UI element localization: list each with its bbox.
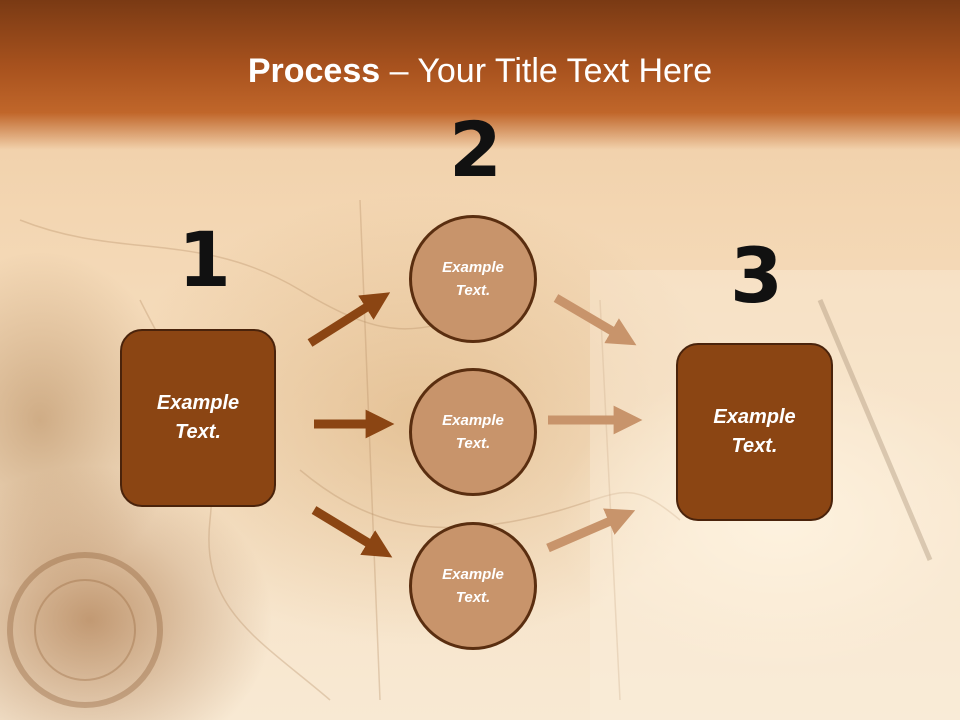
title-band: [0, 0, 960, 150]
step-1-box: Example Text.: [120, 329, 276, 507]
arrow-top-to-3: [553, 294, 637, 346]
title-dash: –: [380, 52, 418, 90]
arrow-1-to-top: [307, 292, 391, 347]
arrow-1-to-bottom: [311, 506, 393, 558]
circle-middle-label: Example Text.: [442, 412, 504, 452]
step-2-circle-bottom: Example Text.: [409, 522, 537, 650]
circle-bottom-label: Example Text.: [442, 566, 504, 606]
step-number-2: 2: [449, 105, 502, 194]
title-bold: Process: [247, 52, 381, 90]
arrow-bottom-to-3: [546, 508, 636, 553]
page-title: Process – Your Title Text Here: [0, 52, 960, 91]
step-2-circle-middle: Example Text.: [409, 368, 537, 496]
step-3-label: Example Text.: [713, 406, 796, 457]
circle-top-label: Example Text.: [442, 259, 504, 299]
step-3-box: Example Text.: [676, 343, 833, 521]
step-number-1: 1: [178, 215, 231, 304]
step-2-circle-top: Example Text.: [409, 215, 537, 343]
step-1-label: Example Text.: [156, 392, 240, 443]
title-rest: Your Title Text Here: [417, 52, 713, 90]
step-number-3: 3: [730, 231, 783, 320]
